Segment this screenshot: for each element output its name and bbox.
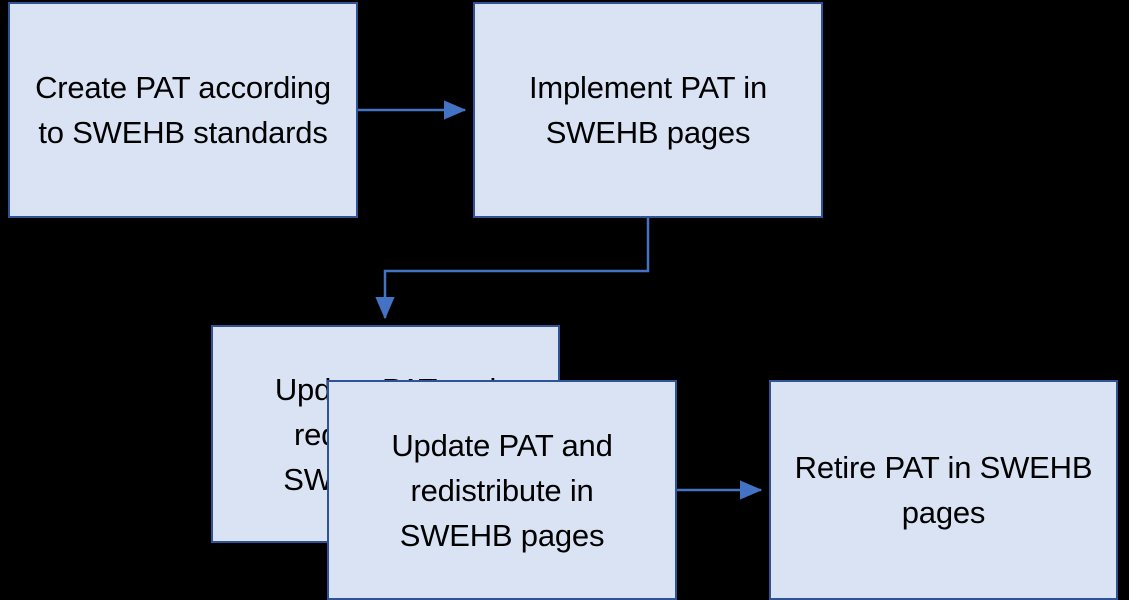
connector-implement-to-update bbox=[375, 218, 650, 320]
node-retire-pat[interactable]: Retire PAT in SWEHB pages bbox=[769, 380, 1118, 600]
node-create-pat[interactable]: Create PAT according to SWEHB standards bbox=[8, 2, 358, 218]
node-update-pat-foreground[interactable]: Update PAT and redistribute in SWEHB pag… bbox=[327, 380, 677, 600]
node-implement-pat[interactable]: Implement PAT in SWEHB pages bbox=[473, 2, 823, 218]
